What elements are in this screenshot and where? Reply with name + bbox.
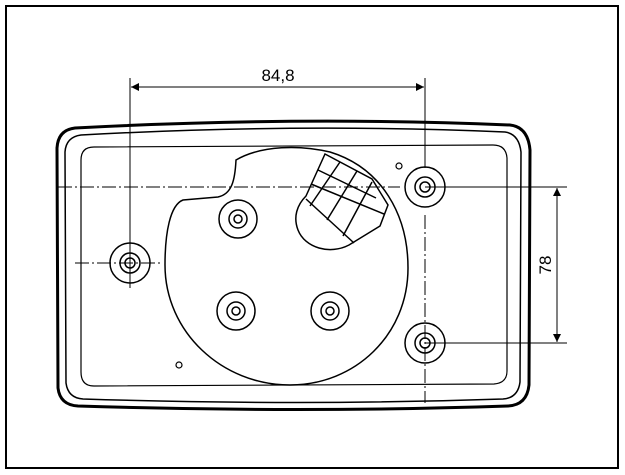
extension-lines [129, 78, 567, 344]
center-lines [58, 186, 426, 403]
mounting-hole-top-right [404, 166, 446, 208]
mounting-hole-left [109, 242, 151, 284]
vertical-dimension-label: 78 [536, 256, 555, 275]
cable-gland [295, 152, 389, 251]
screw-bottom-left [216, 291, 256, 331]
drawing-frame [5, 5, 619, 469]
horizontal-dimension-label: 84,8 [261, 66, 294, 85]
lamp-body-outline [164, 146, 409, 386]
screw-bottom-right [310, 291, 350, 331]
screw-top [218, 199, 258, 239]
vent-hole-bottom [175, 361, 183, 369]
mounting-hole-bottom-right [404, 322, 446, 364]
housing-outline [55, 119, 532, 411]
vent-hole-top [395, 162, 403, 170]
